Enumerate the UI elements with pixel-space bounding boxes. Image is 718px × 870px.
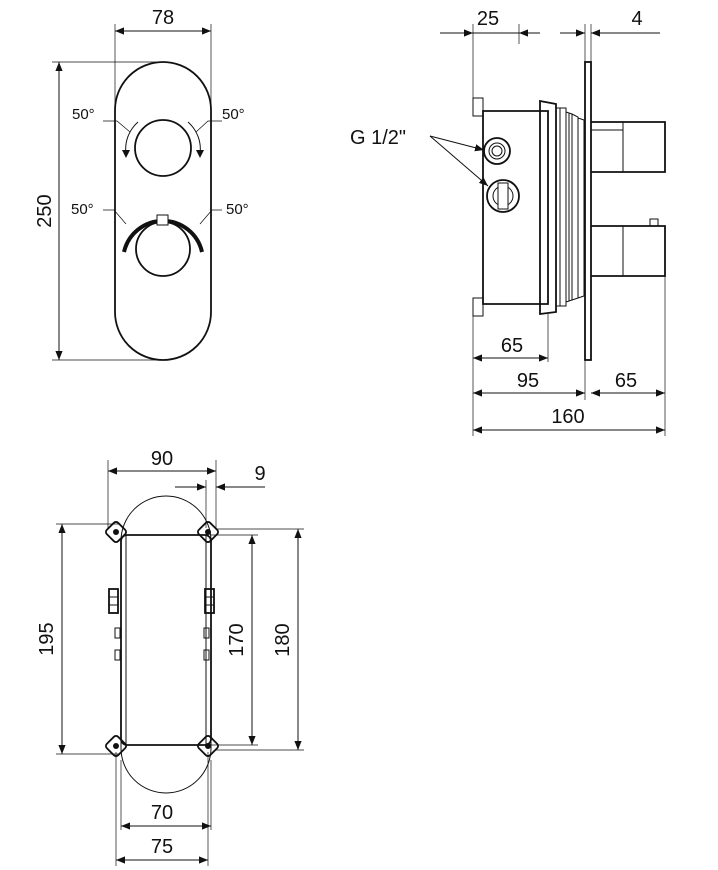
dimension-label-75: 75 xyxy=(151,836,173,858)
dimension-label-9: 9 xyxy=(254,463,265,485)
lower-connection-port xyxy=(486,179,520,213)
mounting-lug-bottom-right xyxy=(197,735,219,757)
dimension-label-4: 4 xyxy=(631,8,642,30)
wall-plate xyxy=(584,61,592,361)
dimension-label-95: 95 xyxy=(517,370,539,392)
dimension-label-160: 160 xyxy=(551,406,584,428)
box-inner-outline xyxy=(120,534,212,746)
lower-handle xyxy=(591,225,666,277)
dimension-label-25: 25 xyxy=(477,8,499,30)
angle-label-bottom-right: 50° xyxy=(226,201,249,218)
mounting-lug-top-right xyxy=(197,521,219,543)
upper-handle xyxy=(591,121,666,173)
side-view: G 1/2" 25 4 65 95 65 160 xyxy=(350,8,666,436)
dimension-label-65-handle: 65 xyxy=(615,370,637,392)
dimension-label-70: 70 xyxy=(151,802,173,824)
lower-knob xyxy=(135,221,191,277)
cover-plate-outline xyxy=(114,61,212,361)
dimension-label-180: 180 xyxy=(272,623,294,656)
dimension-label-195: 195 xyxy=(36,622,58,655)
box-view: 90 9 195 170 180 70 75 xyxy=(36,448,304,866)
angle-label-top-right: 50° xyxy=(222,106,245,123)
dimension-label-65-inner: 65 xyxy=(501,335,523,357)
dimension-label-78: 78 xyxy=(152,7,174,29)
upper-connection-port xyxy=(483,137,511,165)
valve-body-outline xyxy=(482,110,549,305)
dimension-label-170: 170 xyxy=(226,623,248,656)
dimension-label-250: 250 xyxy=(34,194,56,227)
mounting-lug-bottom-left xyxy=(105,735,127,757)
upper-knob xyxy=(134,119,192,177)
box-outer-outline xyxy=(120,495,212,794)
thread-size-label: G 1/2" xyxy=(350,127,406,149)
angle-label-bottom-left: 50° xyxy=(71,201,94,218)
front-view: 50° 50° 50° 50° 78 250 xyxy=(34,7,249,361)
angle-label-top-left: 50° xyxy=(72,106,95,123)
dimension-label-90: 90 xyxy=(151,448,173,470)
mounting-lug-top-left xyxy=(105,521,127,543)
